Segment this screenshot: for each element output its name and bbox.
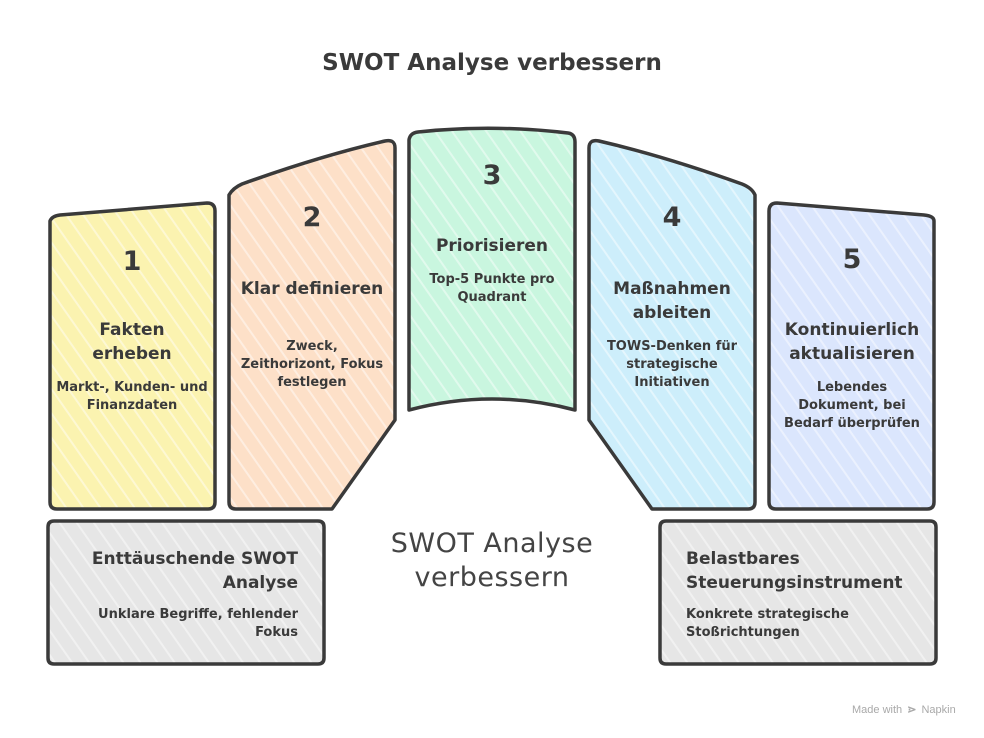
step-1-description: Markt-, Kunden- und Finanzdaten	[56, 380, 208, 413]
step-4-panel-texture	[589, 140, 755, 510]
branding-prefix: Made with	[852, 704, 903, 716]
step-5-title: Kontinuierlich aktualisieren	[784, 320, 920, 364]
step-1-panel-outline	[48, 201, 217, 511]
diagram-title: SWOT Analyse verbessern	[322, 50, 662, 76]
right-box-panel	[658, 519, 938, 666]
step-2-panel-texture	[229, 140, 395, 510]
step-4-panel	[587, 138, 757, 511]
step-1-number: 1	[122, 246, 142, 277]
step-5-panel-texture	[769, 203, 934, 509]
left-box-panel-outline	[46, 519, 326, 666]
step-1-panel-texture	[50, 203, 215, 509]
step-5-description: Lebendes Dokument, bei Bedarf überprüfen	[784, 380, 920, 431]
left-box-panel-texture	[48, 521, 324, 664]
right-box-title: Belastbares Steuerungsinstrument	[686, 549, 903, 593]
step-2-title: Klar definieren	[240, 279, 384, 299]
left-box-panel	[46, 519, 326, 666]
branding: Made with ⋗ Napkin	[852, 703, 956, 716]
step-3-panel	[407, 126, 577, 412]
step-4-title: Maßnahmen ableiten	[613, 279, 731, 323]
right-box-description: Konkrete strategische Stoßrichtungen	[686, 607, 849, 640]
step-5-panel	[767, 201, 936, 511]
step-4-number: 4	[662, 202, 682, 233]
napkin-logo-icon: ⋗	[907, 704, 917, 716]
branding-name: Napkin	[921, 704, 956, 716]
step-3-panel-outline	[407, 126, 577, 412]
step-2-number: 2	[302, 202, 322, 233]
step-1-title: Fakten erheben	[92, 320, 172, 364]
step-5-number: 5	[842, 244, 862, 275]
step-5-panel-outline	[767, 201, 936, 511]
right-box-panel-texture	[660, 521, 936, 664]
step-3-number: 3	[482, 160, 502, 191]
step-3-title: Priorisieren	[435, 236, 549, 256]
right-box-panel-outline	[658, 519, 938, 666]
left-box-title: Enttäuschende SWOT Analyse	[91, 549, 298, 593]
left-box-description: Unklare Begriffe, fehlender Fokus	[98, 607, 298, 640]
step-3-panel-texture	[409, 128, 575, 410]
center-label: SWOT Analyse verbessern	[390, 528, 594, 593]
step-2-description: Zweck, Zeithorizont, Fokus festlegen	[240, 339, 384, 390]
step-4-description: TOWS-Denken für strategische Initiativen	[606, 339, 738, 390]
step-1-panel	[48, 201, 217, 511]
step-3-description: Top-5 Punkte pro Quadrant	[429, 272, 555, 305]
step-4-panel-outline	[587, 138, 757, 511]
step-2-panel	[227, 138, 397, 511]
step-2-panel-outline	[227, 138, 397, 511]
